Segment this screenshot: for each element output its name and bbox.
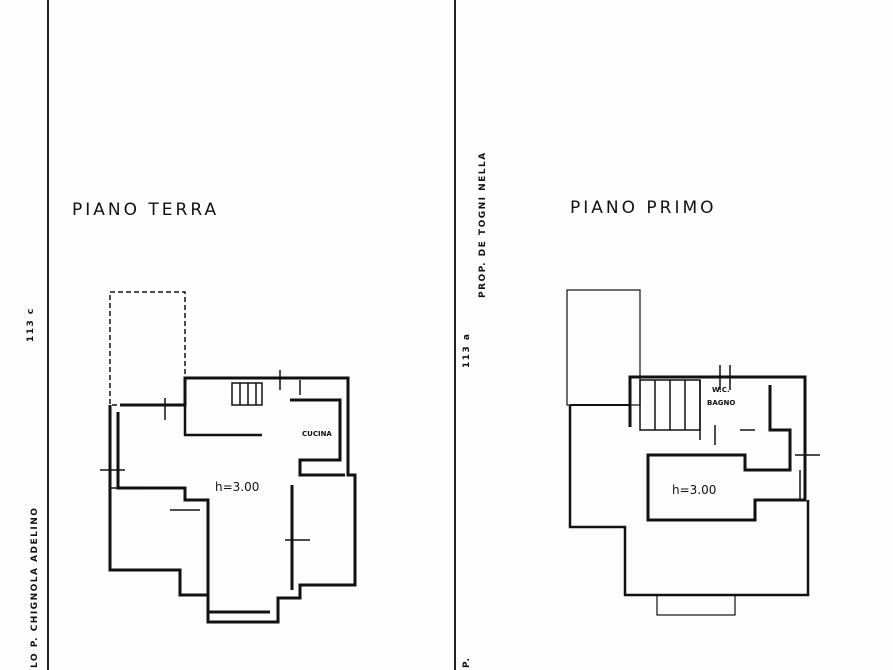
ground-floor-dashed-area <box>109 291 186 406</box>
bath-label: BAGNO <box>707 399 736 407</box>
wc-label: W.C. <box>712 386 730 394</box>
ground-floor-parcel-number: 113 c <box>26 307 36 342</box>
ground-floor-height-label: h=3.00 <box>215 480 260 494</box>
first-floor-title: PIANO PRIMO <box>570 198 717 218</box>
first-floor-parcel-number: 113 a <box>462 332 472 369</box>
first-floor-owner: PROP. DE TOGNI NELLA <box>478 151 488 298</box>
ground-floor-owner: LO P. CHIGNOLA ADELINO <box>30 506 40 668</box>
kitchen-label: CUCINA <box>302 430 332 438</box>
first-floor-plan <box>566 289 820 616</box>
ground-floor-outer-wall <box>108 376 357 624</box>
first-floor-lower-bay <box>656 594 736 616</box>
ground-floor-plan <box>100 291 357 624</box>
first-floor-bottom-mark: P. <box>462 656 472 668</box>
ground-floor-title: PIANO TERRA <box>72 200 220 220</box>
first-floor-height-label: h=3.00 <box>672 483 717 497</box>
